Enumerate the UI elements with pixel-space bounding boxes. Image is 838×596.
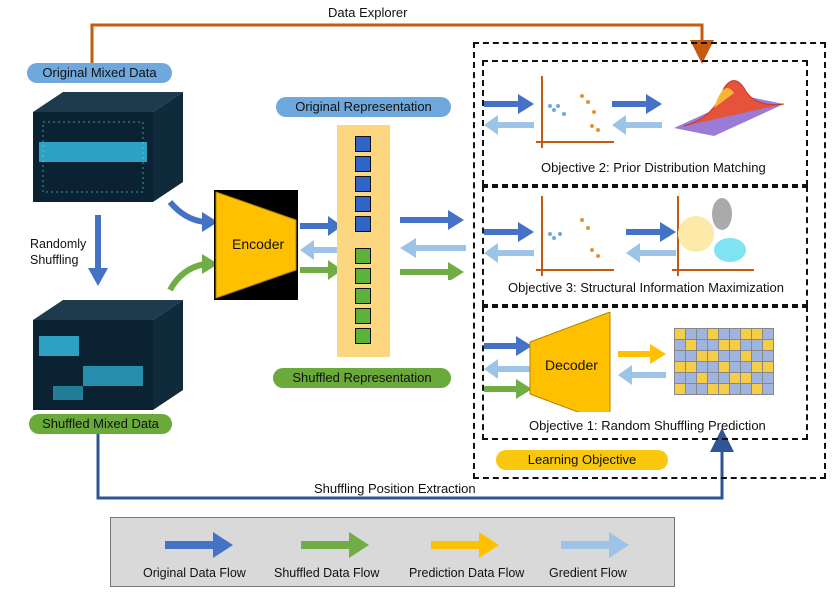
objective-1-panel: [482, 306, 808, 440]
input-arrows: [167, 200, 218, 292]
objective-2-graphics: [484, 76, 785, 148]
representation-output-arrows: [400, 210, 466, 280]
shuffled-rep-cell: [355, 268, 371, 284]
original-mixed-data-label: Original Mixed Data: [27, 63, 172, 83]
shuffled-rep-cell: [355, 248, 371, 264]
legend-gradient-arrow: [561, 532, 629, 558]
objective-3-panel: [482, 186, 808, 306]
original-rep-cell: [355, 176, 371, 192]
encoder-output-arrows: [300, 216, 344, 280]
legend-shuffled-arrow: [301, 532, 369, 558]
legend-arrows: [165, 532, 629, 558]
encoder-label: Encoder: [232, 236, 285, 252]
legend-panel: Original Data Flow Shuffled Data Flow Pr…: [110, 517, 675, 587]
learning-objective-container: [473, 42, 826, 479]
objective-2-panel: [482, 60, 808, 186]
original-rep-cell: [355, 156, 371, 172]
shuffle-prediction-mosaic: [674, 328, 776, 398]
decoder-label: Decoder: [545, 357, 598, 373]
shuffled-rep-cell: [355, 328, 371, 344]
legend-gradient-label: Gredient Flow: [549, 566, 627, 580]
shuffling-position-line: [96, 428, 734, 500]
objective-1-label: Objective 1: Random Shuffling Prediction: [529, 418, 766, 433]
data-explorer-line: [90, 23, 714, 66]
shuffled-mixed-data-label: Shuffled Mixed Data: [29, 414, 172, 434]
original-rep-cell: [355, 196, 371, 212]
learning-objective-label: Learning Objective: [496, 450, 668, 470]
legend-prediction-label: Prediction Data Flow: [409, 566, 525, 580]
original-representation-label: Original Representation: [276, 97, 451, 117]
legend-original-label: Original Data Flow: [143, 566, 246, 580]
original-rep-cell: [355, 216, 371, 232]
legend-shuffled-label: Shuffled Data Flow: [274, 566, 380, 580]
objective-2-label: Objective 2: Prior Distribution Matching: [541, 160, 766, 175]
legend-prediction-arrow: [431, 532, 499, 558]
shuffled-rep-cell: [355, 308, 371, 324]
original-data-cube-image: [33, 92, 183, 202]
encoder-block: [214, 190, 298, 300]
objective-1-graphics: [484, 312, 666, 412]
objective-3-label: Objective 3: Structural Information Maxi…: [508, 280, 784, 295]
shuffled-rep-cell: [355, 288, 371, 304]
shuffled-representation-label: Shuffled Representation: [273, 368, 451, 388]
randomly-shuffling-label: Randomly Shuffling: [30, 237, 87, 267]
mosaic-cell: [762, 383, 774, 395]
data-explorer-label: Data Explorer: [328, 5, 408, 20]
shuffled-data-cube-image: [33, 300, 183, 410]
objective-3-graphics: [484, 196, 754, 276]
original-rep-cell: [355, 136, 371, 152]
legend-original-arrow: [165, 532, 233, 558]
shuffling-position-label: Shuffling Position Extraction: [314, 481, 476, 496]
